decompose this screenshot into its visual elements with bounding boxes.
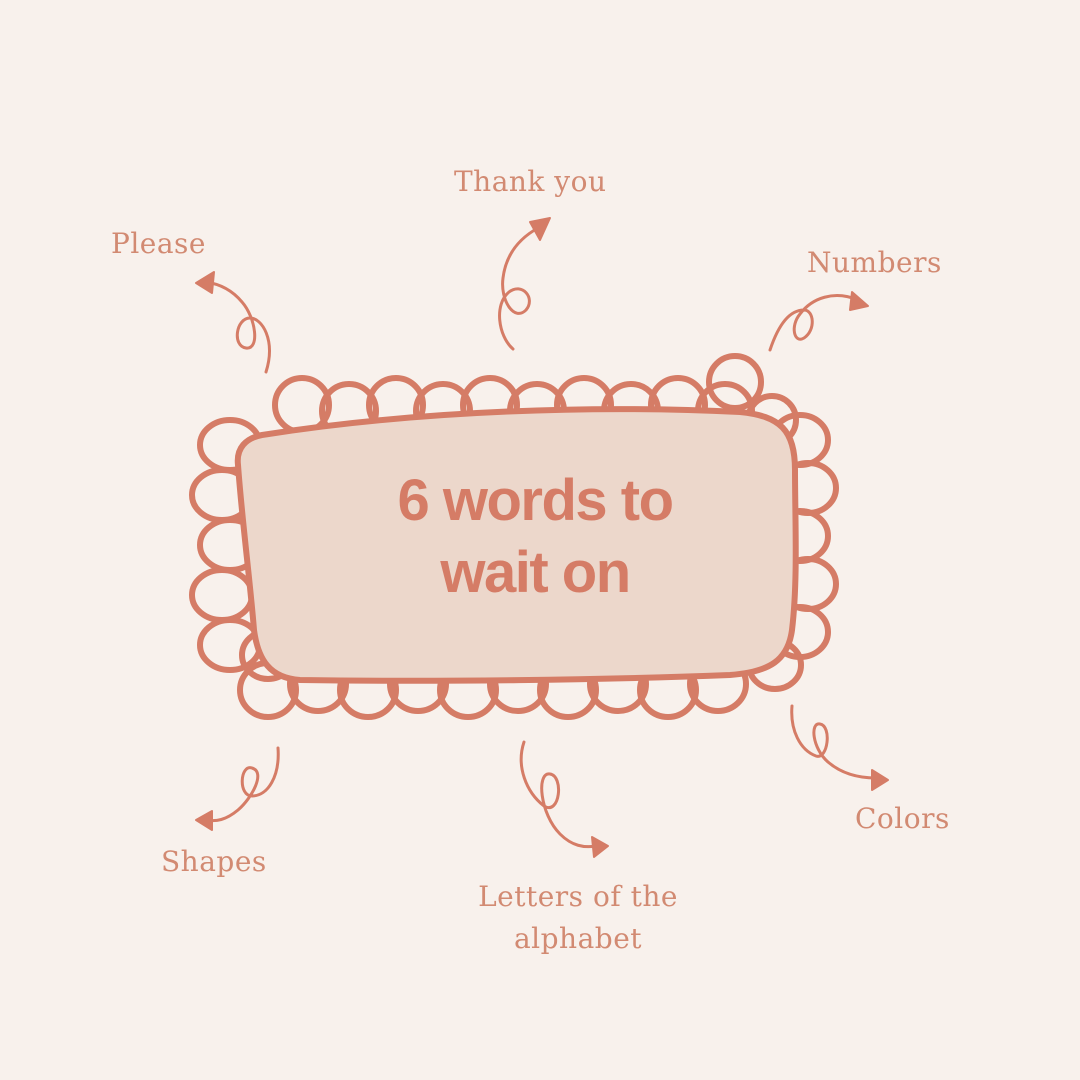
arrow-letters-icon [519, 740, 598, 849]
arrowhead-shapes-icon [195, 810, 213, 831]
letters-line-2: alphabet [513, 922, 643, 955]
arrow-numbers-icon [768, 294, 860, 352]
word-thank-you: Thank you [454, 165, 607, 198]
arrow-shapes-icon [204, 746, 280, 823]
connector-arrows [204, 226, 878, 849]
arrowhead-colors-icon [871, 769, 889, 791]
arrow-colors-icon [790, 704, 878, 780]
title-line-2: wait on [440, 540, 631, 605]
letters-line-1: Letters of the [478, 880, 678, 913]
arrowheads [195, 217, 889, 858]
center-panel [234, 406, 799, 684]
scallop-loop [189, 567, 255, 623]
arrow-please-icon [204, 280, 271, 374]
word-shapes: Shapes [161, 845, 267, 878]
arrowhead-thank-you-icon [529, 217, 551, 241]
word-colors: Colors [855, 802, 950, 835]
word-letters-of-the-alphabet: Letters of the alphabet [440, 876, 716, 960]
title-line-1: 6 words to [397, 468, 674, 533]
arrowhead-please-icon [195, 271, 215, 294]
word-please: Please [111, 227, 206, 260]
arrow-thank-you-icon [498, 226, 540, 351]
scallop-loop [706, 353, 764, 411]
word-numbers: Numbers [807, 246, 942, 279]
arrowhead-numbers-icon [849, 291, 869, 311]
arrowhead-letters-icon [591, 836, 609, 858]
diagram-title: 6 words to wait on [300, 465, 770, 609]
